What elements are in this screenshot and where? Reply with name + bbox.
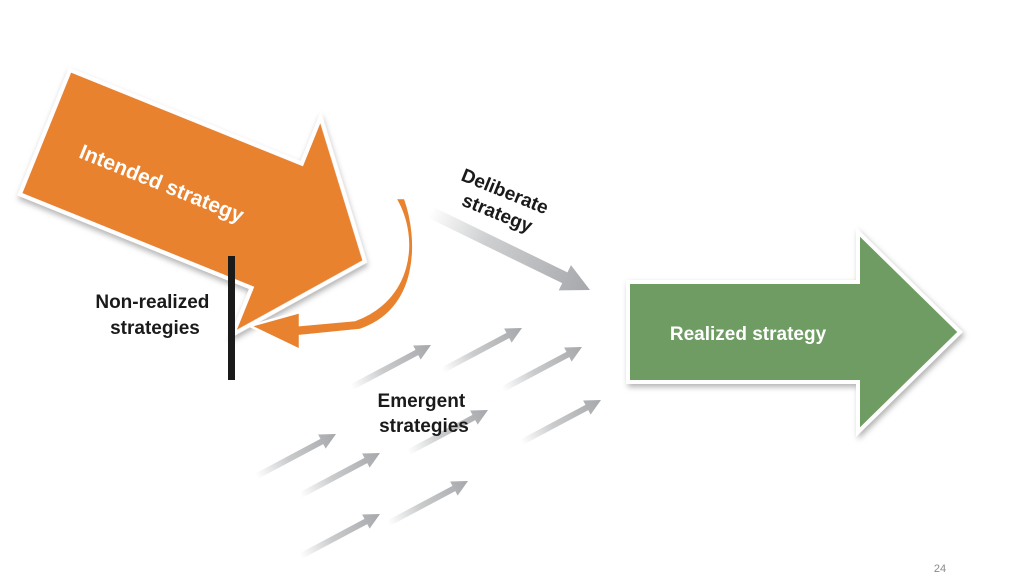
- slide-number: 24: [933, 563, 947, 575]
- emergent-arrow-shape: [299, 514, 381, 559]
- deliberate-strategy-arrow: [427, 206, 590, 291]
- emergent-arrow: [407, 410, 489, 455]
- realized-strategy-arrow: Realized strategy: [626, 227, 963, 437]
- emergent-arrow: [350, 345, 432, 390]
- emergent-arrow: [441, 328, 523, 373]
- emergent-arrow-shape: [441, 328, 523, 373]
- emergent-line1: Emergent: [378, 391, 466, 412]
- intended-arrow-shape: [17, 67, 368, 339]
- emergent-arrow-shape: [501, 347, 583, 392]
- emergent-arrow: [299, 453, 381, 498]
- emergent-arrow: [299, 514, 381, 559]
- emergent-label: Emergent strategies: [378, 391, 471, 437]
- realized-strategy-label: Realized strategy: [670, 324, 827, 345]
- emergent-arrow: [520, 400, 602, 445]
- deliberate-arrow-shape: [427, 206, 590, 291]
- non-realized-line1: Non-realized: [95, 292, 209, 313]
- non-realized-label: Non-realized strategies: [95, 292, 214, 339]
- emergent-arrow-shape: [407, 410, 489, 455]
- emergent-arrow-shape: [299, 453, 381, 498]
- emergent-arrow-shape: [350, 345, 432, 390]
- non-realized-line2: strategies: [110, 318, 200, 339]
- realized-arrow-shape: [626, 227, 963, 437]
- emergent-arrow-shape: [255, 434, 337, 479]
- non-realized-bar: [228, 256, 235, 380]
- non-realized-curved-arrow: [246, 196, 415, 352]
- curved-arrow-shape: [246, 196, 415, 352]
- emergent-arrow: [501, 347, 583, 392]
- emergent-arrow-shape: [387, 481, 469, 526]
- emergent-arrow: [387, 481, 469, 526]
- intended-strategy-arrow: Intended strategy: [17, 67, 368, 339]
- emergent-strategy-arrows: [255, 328, 602, 559]
- emergent-arrow-shape: [520, 400, 602, 445]
- emergent-arrow: [255, 434, 337, 479]
- emergent-line2: strategies: [379, 416, 469, 437]
